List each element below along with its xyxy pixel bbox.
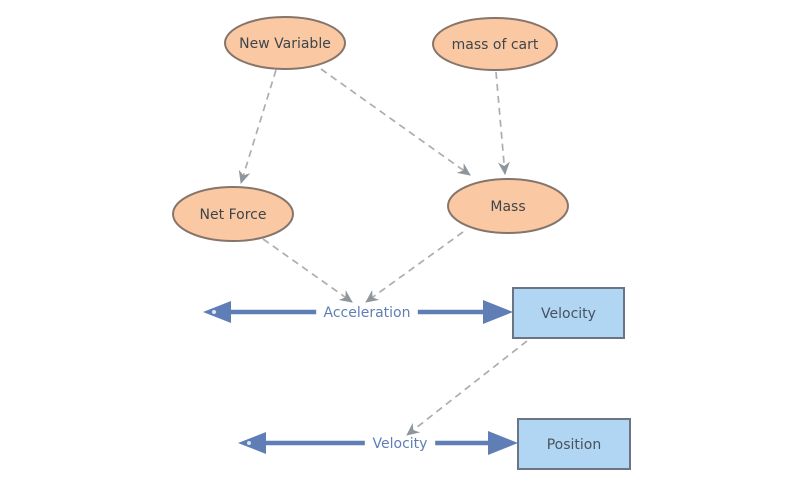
converter-net-force[interactable]: Net Force [172,186,294,242]
connector-arrowhead-icon [456,163,471,176]
flow-arrowhead-dot [247,441,251,445]
connector-arrowhead-icon [338,290,353,303]
connector-arrowhead-icon [406,422,421,436]
converter-ellipse [447,178,569,234]
stock-rect [512,287,625,339]
converter-label: Net Force [200,207,267,223]
connector-mass-of-cart-to-mass[interactable] [495,71,511,176]
flow-arrowhead-dot [212,310,216,314]
flow-arrowhead-left-icon [238,432,266,454]
connector-mass-to-acceleration[interactable] [362,231,464,307]
flow-label: Velocity [373,436,428,452]
stock-velocity[interactable]: Velocity [512,287,625,339]
flow-arrowhead-right-icon [488,431,518,455]
flow-label: Acceleration [324,305,411,321]
connector-velocity-stock-to-velocity-flow[interactable] [403,340,528,440]
converter-mass[interactable]: Mass [447,178,569,234]
connector-net-force-to-acceleration[interactable] [262,238,356,307]
connector-line [240,69,277,184]
connector-arrowhead-icon [365,290,380,303]
flow-arrowhead-left-icon [203,301,231,323]
converter-ellipse [432,17,558,71]
stock-position[interactable]: Position [517,418,631,470]
converter-new-variable[interactable]: New Variable [224,16,346,70]
connector-line [262,238,353,303]
connector-arrowhead-icon [497,161,510,175]
converter-ellipse [224,16,346,70]
connector-arrowhead-icon [238,169,251,184]
converter-label: Mass [490,199,525,215]
flow-label-bg [364,433,436,453]
connector-line [365,231,464,303]
converter-label: New Variable [239,36,331,52]
stock-rect [517,418,631,470]
connector-line [406,340,528,436]
converter-mass-of-cart[interactable]: mass of cart [432,17,558,71]
connector-new-variable-to-net-force[interactable] [235,69,277,186]
flow-label-bg [316,302,418,322]
connector-line [495,71,506,175]
connector-new-variable-to-mass[interactable] [320,68,474,180]
stock-label: Velocity [541,306,596,322]
flow-velocity[interactable]: Velocity [238,431,518,455]
flow-arrowhead-right-icon [483,300,513,324]
converter-label: mass of cart [452,37,539,53]
stock-label: Position [547,437,602,453]
flow-acceleration[interactable]: Acceleration [203,300,513,324]
converter-ellipse [172,186,294,242]
connector-line [320,68,471,176]
